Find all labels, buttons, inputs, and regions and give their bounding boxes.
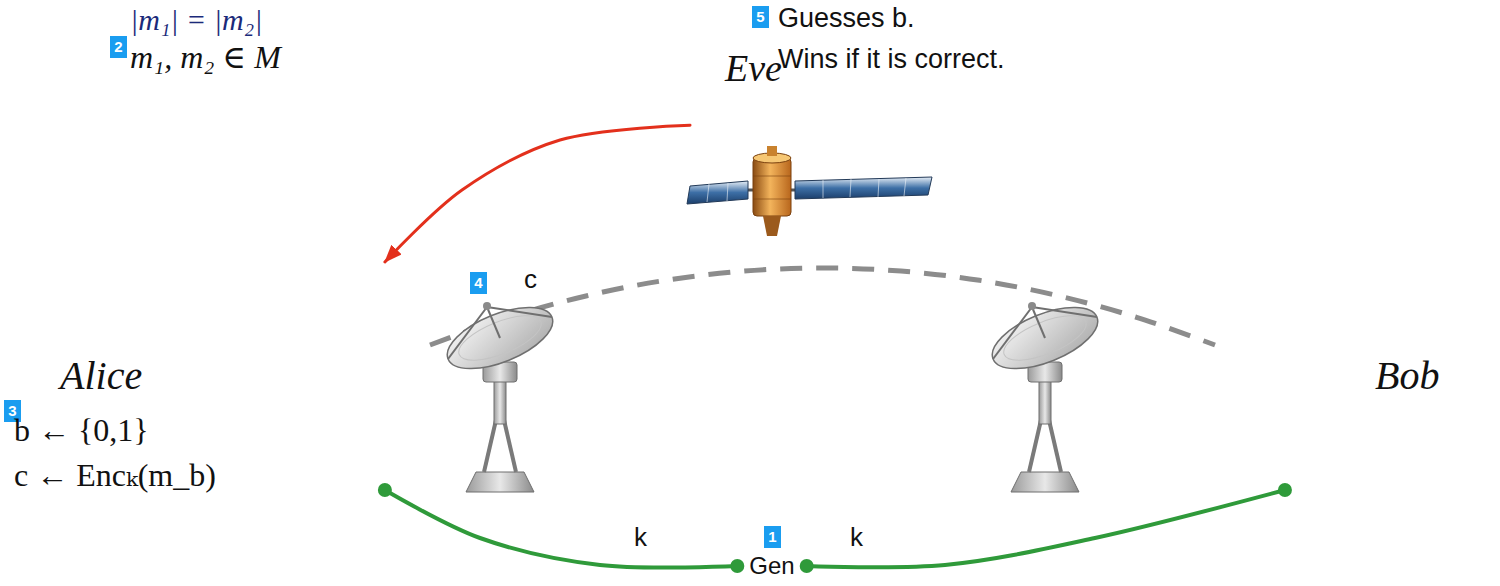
satellite-icon	[687, 146, 932, 236]
node-title: Bob	[1375, 352, 1439, 399]
math-text: c ← Encₖ(m_b)	[14, 456, 216, 494]
dish-bowl	[984, 295, 1106, 381]
dish-leg	[484, 420, 496, 472]
node-title: Gen	[749, 552, 794, 580]
edge-label: c	[522, 264, 539, 295]
dish-feed	[1028, 302, 1036, 310]
body-seam	[753, 176, 791, 177]
dish-base	[1011, 472, 1079, 492]
dish-base	[466, 472, 534, 492]
dish-strut	[1032, 307, 1097, 317]
endpoint-dot	[1278, 483, 1292, 497]
callout-number: 5	[752, 6, 769, 28]
key-channel	[385, 490, 737, 568]
solar-panel	[795, 177, 932, 199]
body-seam	[753, 199, 791, 200]
party-name: Bob	[1215, 262, 1485, 490]
dish-strut	[993, 307, 1032, 359]
dish-strut	[1032, 307, 1045, 338]
edge-label: k	[632, 522, 649, 553]
dish-strut	[448, 307, 487, 359]
dish-bowl	[439, 295, 561, 381]
dish-feed	[483, 302, 491, 310]
endpoint-dot	[378, 483, 392, 497]
dish-rim	[453, 307, 547, 370]
panel-stripes	[707, 178, 906, 202]
query-arrow	[385, 125, 690, 262]
solar-panel	[687, 181, 748, 204]
step-note: Wins if it is correct.	[778, 44, 1005, 75]
dish-post	[494, 378, 506, 424]
satellite-antenna	[767, 146, 777, 156]
callout-number: 2	[110, 36, 127, 58]
handwritten-note: |m₁| = |m₂|	[130, 3, 262, 37]
math-text: b ← {0,1}	[14, 412, 149, 449]
node-title: Eve	[725, 46, 782, 90]
dish-antenna	[984, 295, 1106, 492]
satellite-nozzle	[763, 216, 781, 236]
dish-antenna	[439, 295, 561, 492]
dish-strut	[487, 307, 552, 317]
edge-label: k	[848, 522, 865, 553]
satellite-body	[753, 158, 791, 216]
dish-leg	[1029, 420, 1041, 472]
dish-post	[1039, 378, 1051, 424]
dish-leg	[504, 420, 516, 472]
node-title: Alice	[60, 352, 142, 399]
step-note: Guesses b.	[778, 3, 915, 34]
endpoint-dot	[800, 559, 814, 573]
dish-leg	[1049, 420, 1061, 472]
party-name: Alice	[20, 262, 430, 490]
generator-node: Gen	[737, 549, 806, 583]
key-channel	[807, 490, 1285, 567]
math-text: m₁, m₂ ∈ M	[130, 38, 281, 76]
dish-strut	[487, 307, 500, 338]
callout-number: 1	[764, 526, 781, 548]
endpoint-dot	[730, 559, 744, 573]
callout-number: 4	[470, 272, 487, 294]
dish-rim	[998, 307, 1092, 370]
